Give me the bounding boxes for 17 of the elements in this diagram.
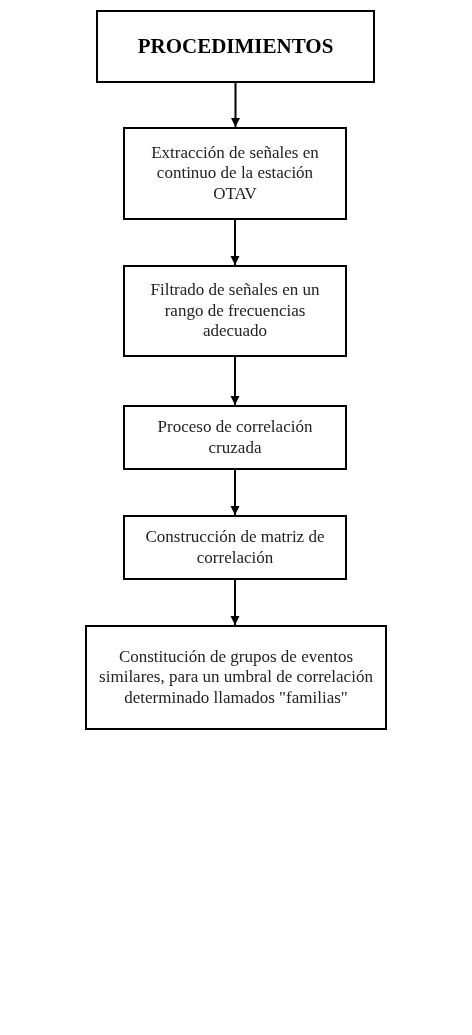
step-text: Extracción de señales en continuo de la estación OTAV — [150, 142, 320, 205]
title-box — [96, 10, 375, 83]
process-box — [85, 625, 387, 730]
step-text: Filtrado de señales en un rango de frecuencias adecuado — [149, 280, 321, 342]
arrow — [230, 356, 240, 406]
arrow — [231, 82, 240, 128]
step-text: Proceso de correlación cruzada — [156, 417, 314, 458]
step-text: Constitución de grupos de eventos similares, para un umbral de correlación determinado llamados "familias" — [98, 646, 374, 709]
arrow — [230, 469, 240, 516]
process-box — [123, 515, 347, 580]
step-text: Construcción de matriz de correlación — [144, 527, 326, 568]
process-box — [123, 127, 347, 220]
process-box — [123, 265, 347, 357]
arrow — [230, 219, 240, 266]
arrow — [230, 579, 240, 626]
heading-text: PROCEDIMIENTOS — [137, 33, 334, 60]
process-box — [123, 405, 347, 470]
